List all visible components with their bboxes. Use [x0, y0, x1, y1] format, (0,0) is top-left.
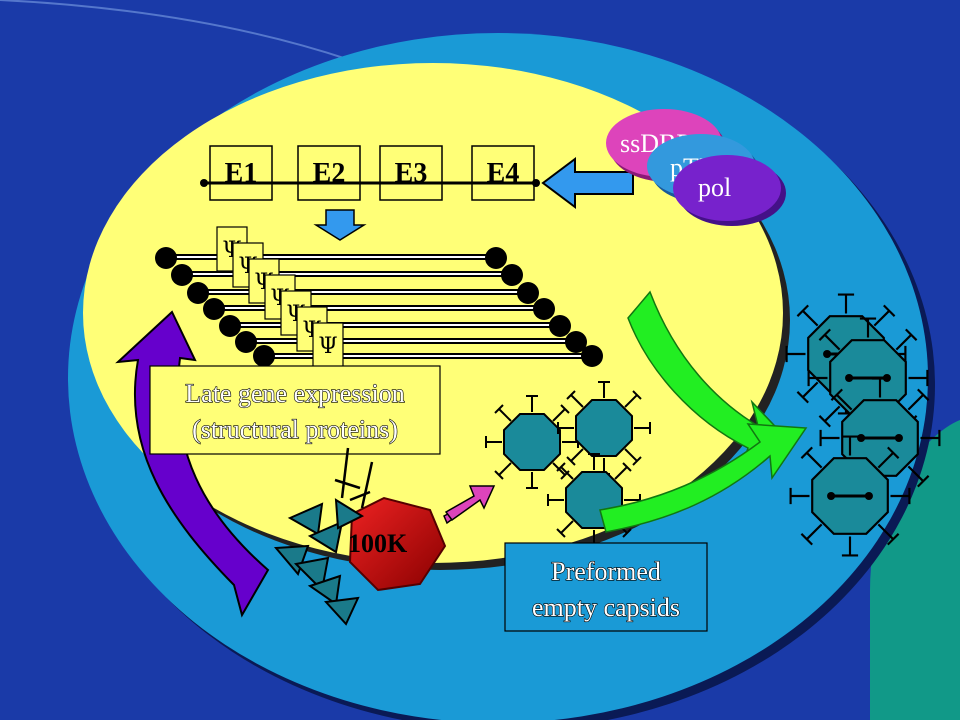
hexon-triangle: [323, 596, 360, 626]
gene-e1: E1: [209, 145, 273, 201]
protein-pol: pol: [673, 155, 786, 226]
gene-label-e3: E3: [395, 158, 428, 189]
psi-box: Ψ: [312, 322, 344, 368]
hexon-proteins: [273, 447, 374, 626]
hexon-triangle: [307, 574, 342, 606]
capsids-label: Preformed empty capsids: [504, 542, 708, 632]
gene-e3: E3: [379, 145, 443, 201]
capsids-line1: Preformed: [551, 557, 661, 586]
label-100k: 100K: [348, 529, 408, 558]
mature-virion: [789, 435, 911, 557]
fiber-stick: [334, 478, 361, 490]
replication-proteins: ssDBP pTP pol: [606, 109, 786, 226]
hexon-triangle: [307, 520, 344, 554]
gene-label-e4: E4: [487, 158, 520, 189]
hexon-triangle: [287, 502, 324, 536]
genome-terminus: [532, 179, 540, 187]
protein-100k: 100K: [348, 496, 447, 592]
gene-e2: E2: [297, 145, 361, 201]
protein-label-pol: pol: [698, 173, 731, 202]
fiber-stick: [360, 461, 374, 509]
assembly-arrow-head: [444, 485, 496, 522]
late-gene-label: Late gene expression (structural protein…: [149, 365, 441, 455]
genome-terminus: [200, 179, 208, 187]
mature-virions: [785, 293, 941, 557]
empty-capsid: [557, 381, 651, 475]
packaging-signals: Ψ Ψ Ψ Ψ Ψ Ψ Ψ: [216, 226, 344, 368]
capsids-line2: empty capsids: [532, 593, 680, 622]
gene-label-e1: E1: [225, 158, 258, 189]
empty-capsid: [547, 453, 641, 547]
down-arrow: [313, 209, 367, 241]
fiber-stick: [340, 447, 350, 499]
fiber-stick: [349, 490, 371, 502]
protein-arrow: [541, 157, 634, 209]
gene-label-e2: E2: [313, 158, 346, 189]
empty-capsids: [485, 381, 651, 547]
psi-symbol: Ψ: [318, 334, 337, 359]
green-arrow-lower: [599, 423, 808, 533]
early-genome: E1 E2 E3 E4: [200, 145, 540, 201]
gene-e4: E4: [471, 145, 535, 201]
hexon-triangle: [334, 498, 365, 530]
empty-capsid: [485, 395, 579, 489]
late-gene-line2: (structural proteins): [192, 415, 398, 444]
decorative-curve: [0, 0, 351, 61]
late-gene-line1: Late gene expression: [185, 379, 404, 408]
